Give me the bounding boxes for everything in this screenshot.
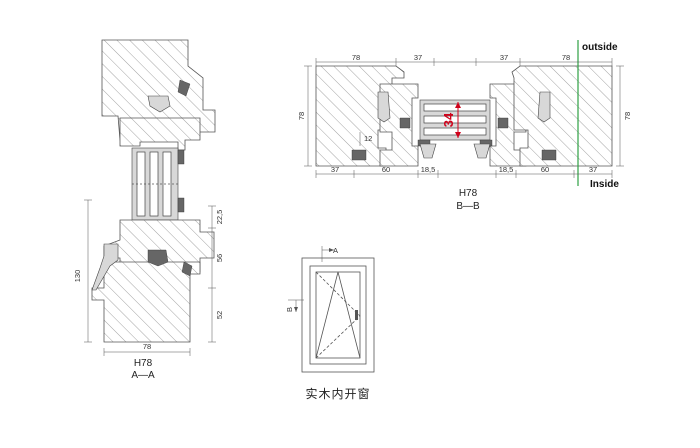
section-bb: outside Inside 78 37 37 78 [297, 40, 632, 212]
bb-right-hardware [537, 91, 551, 123]
aa-dim-middle: 56 [215, 254, 224, 262]
bb-dim-bottom-2: 60 [382, 165, 390, 174]
bb-dims-bottom: 37 60 18,5 18,5 60 37 [315, 165, 613, 178]
aa-top-hardware [147, 95, 171, 113]
aa-lower-seal [147, 249, 169, 267]
bb-section-label: B—B [456, 201, 480, 212]
bb-dim-bottom-4: 18,5 [499, 165, 514, 174]
section-aa: 130 22,5 56 52 78 H78 A—A [73, 39, 224, 381]
bb-dim-right: 78 [623, 112, 632, 120]
bb-inside-label: Inside [590, 179, 619, 190]
bb-dim-left: 78 [297, 112, 306, 120]
aa-dim-height: 130 [73, 270, 82, 283]
window-elevation: A B 实木内开窗 [285, 246, 375, 401]
aa-top-seal [177, 79, 191, 97]
aa-lower-frame [91, 261, 201, 343]
bb-right-frame [511, 65, 613, 167]
bb-dim-glass: 34 [441, 112, 456, 127]
aa-section-label: A—A [131, 370, 155, 381]
aa-dim-width: 78 [143, 342, 151, 351]
bb-dim-bottom-3: 18,5 [421, 165, 436, 174]
bb-dims-top: 78 37 37 78 [315, 53, 613, 66]
bb-dim-bottom-5: 60 [541, 165, 549, 174]
bb-left-hardware [377, 91, 391, 123]
bb-dim-top-3: 37 [500, 53, 508, 62]
bb-dim-top-4: 78 [562, 53, 570, 62]
aa-dim-upper: 22,5 [215, 210, 224, 225]
bb-profile-label: H78 [459, 188, 478, 199]
elevation-caption: 实木内开窗 [305, 386, 370, 401]
aa-glass-unit [131, 147, 185, 221]
bb-dim-bottom-6: 37 [589, 165, 597, 174]
bb-glass-unit [417, 99, 493, 159]
aa-profile-label: H78 [134, 358, 153, 369]
aa-dimensions: 130 22,5 56 52 78 [73, 199, 224, 356]
marker-a: A [333, 246, 338, 255]
bb-dim-bottom-1: 37 [331, 165, 339, 174]
bb-left-sash [379, 83, 419, 167]
bb-outside-label: outside [582, 42, 618, 53]
aa-dim-lower: 52 [215, 311, 224, 319]
marker-b: B [285, 307, 294, 312]
aa-drip-profile [91, 243, 119, 291]
bb-dim-top-2: 37 [414, 53, 422, 62]
bb-dim-small: 12 [364, 134, 372, 143]
aa-top-sash [119, 117, 201, 151]
bb-dim-top-1: 78 [352, 53, 360, 62]
aa-top-frame [101, 39, 216, 141]
